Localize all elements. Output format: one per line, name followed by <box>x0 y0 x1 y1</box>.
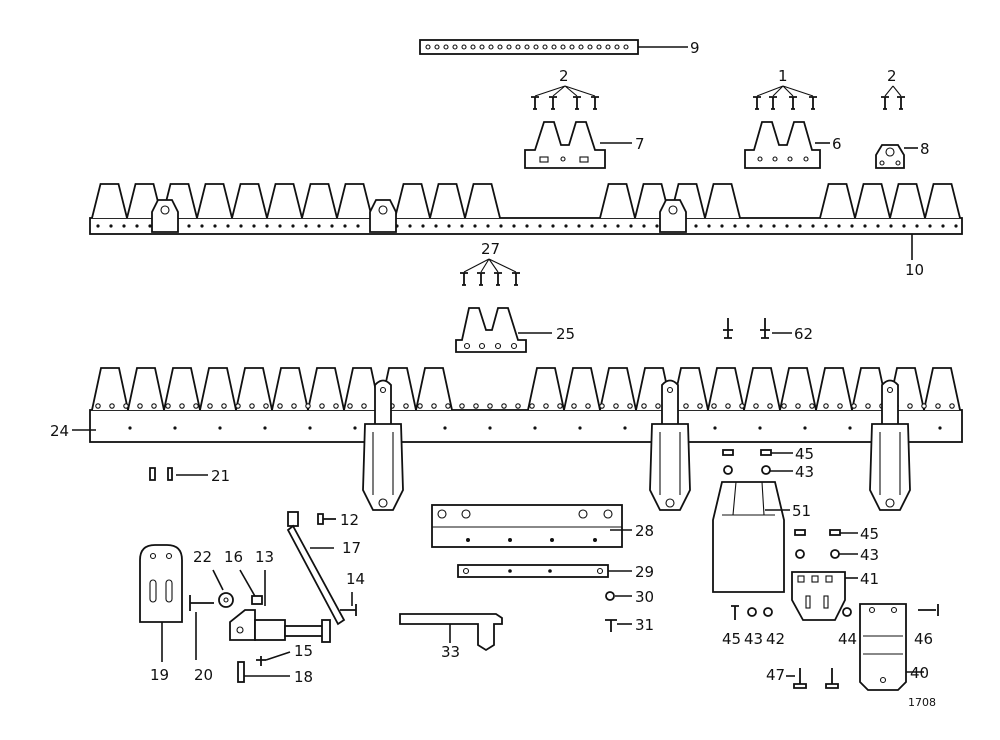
part-17-lever: 17 <box>286 511 361 626</box>
part-6-section: 6 <box>744 121 842 169</box>
callout-45-mid: 45 <box>860 525 879 543</box>
part-15-18: 15 18 <box>237 642 313 686</box>
callout-31: 31 <box>635 616 654 634</box>
callout-8: 8 <box>920 140 930 158</box>
callout-43-bottom: 43 <box>744 630 763 648</box>
callout-1: 1 <box>778 67 788 85</box>
callout-46: 46 <box>914 630 933 648</box>
callout-45-bottom: 45 <box>722 630 741 648</box>
callout-43-top: 43 <box>795 463 814 481</box>
parts-45-43-41: 45 43 41 <box>791 525 879 621</box>
parts-bottom-right: 45 43 42 44 46 40 47 <box>722 603 939 691</box>
callout-28: 28 <box>635 522 654 540</box>
callout-20: 20 <box>194 666 213 684</box>
part-12: 12 <box>317 511 359 529</box>
rivet-group-27: 27 <box>460 240 520 286</box>
callout-16: 16 <box>224 548 243 566</box>
rivet-group-2-right: 2 <box>881 67 905 110</box>
callout-9: 9 <box>690 39 700 57</box>
callout-19: 19 <box>150 666 169 684</box>
part-29-strip: 29 <box>457 563 654 581</box>
callout-7: 7 <box>635 135 645 153</box>
callout-12: 12 <box>340 511 359 529</box>
callout-27: 27 <box>481 240 500 258</box>
callout-40: 40 <box>910 664 929 682</box>
figure-number: 1708 <box>908 696 936 709</box>
callout-6: 6 <box>832 135 842 153</box>
callout-41: 41 <box>860 570 879 588</box>
parts-45-43-51: 45 43 51 <box>712 445 814 593</box>
part-24-cutter-bar: 24 <box>50 367 963 511</box>
callout-13: 13 <box>255 548 274 566</box>
callout-21: 21 <box>211 467 230 485</box>
part-13-16-22-assembly: 22 16 13 <box>193 548 331 643</box>
part-9-bar: 9 <box>419 39 700 57</box>
part-33-bracket: 33 <box>399 613 503 661</box>
callout-47: 47 <box>766 666 785 684</box>
callout-33: 33 <box>441 643 460 661</box>
part-25-section: 25 <box>455 307 575 353</box>
callout-24: 24 <box>50 422 69 440</box>
callout-51: 51 <box>792 502 811 520</box>
callout-15: 15 <box>294 642 313 660</box>
bolt-62: 62 <box>723 318 813 343</box>
callout-10: 10 <box>905 261 924 279</box>
part-7-section: 7 <box>524 121 645 169</box>
callout-2-right: 2 <box>887 67 897 85</box>
part-8-clip: 8 <box>875 140 930 169</box>
callout-30: 30 <box>635 588 654 606</box>
part-14-bolt: 14 <box>340 570 365 616</box>
callout-44: 44 <box>838 630 857 648</box>
callout-22: 22 <box>193 548 212 566</box>
part-10-knife-bar: 10 <box>89 183 963 279</box>
callout-42: 42 <box>766 630 785 648</box>
part-20-bolt: 20 <box>189 595 214 684</box>
part-28-plate: 28 <box>431 504 654 548</box>
bolt-21: 21 <box>149 467 230 485</box>
callout-62: 62 <box>794 325 813 343</box>
callout-18: 18 <box>294 668 313 686</box>
rivet-group-1: 1 <box>753 67 817 110</box>
callout-17: 17 <box>342 539 361 557</box>
part-19-plate: 19 <box>139 544 183 684</box>
callout-2-left: 2 <box>559 67 569 85</box>
callout-45-top: 45 <box>795 445 814 463</box>
callout-14: 14 <box>346 570 365 588</box>
callout-29: 29 <box>635 563 654 581</box>
part-30-31: 30 31 <box>605 588 654 634</box>
rivet-group-2-left: 2 <box>531 67 599 110</box>
callout-25: 25 <box>556 325 575 343</box>
callout-43-mid: 43 <box>860 546 879 564</box>
